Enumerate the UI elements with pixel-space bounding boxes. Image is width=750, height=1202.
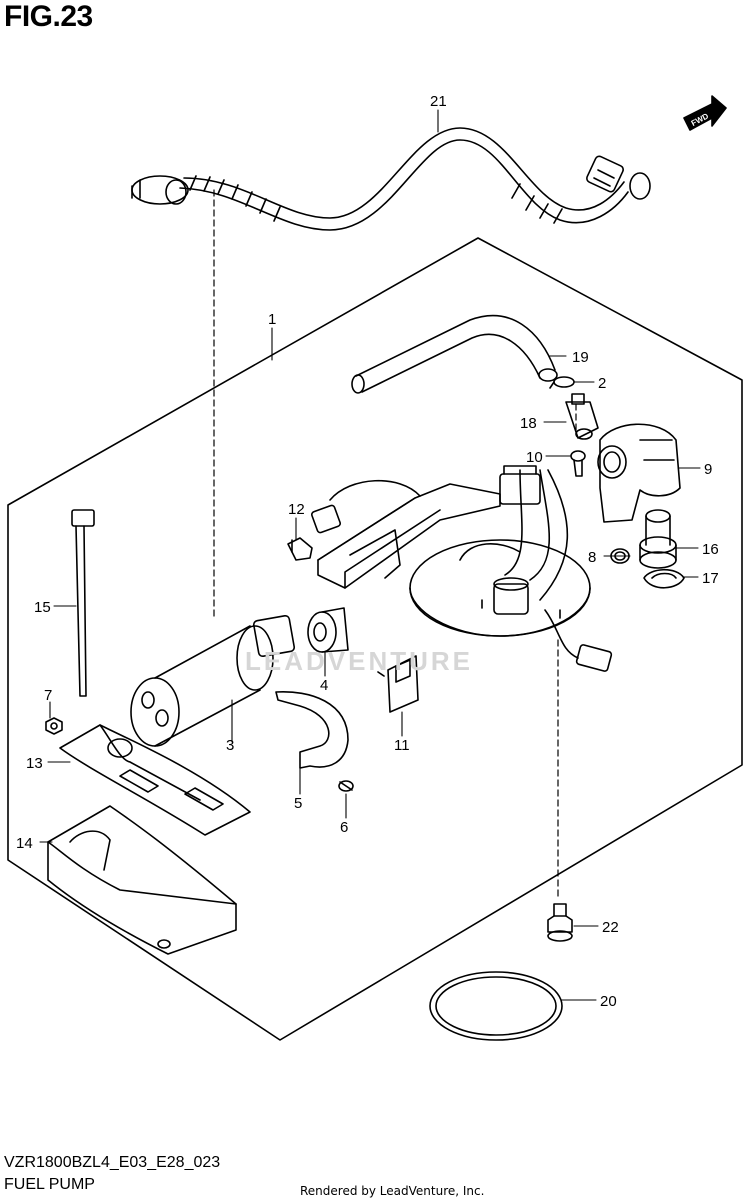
model-code: VZR1800BZL4_E03_E28_023	[4, 1154, 221, 1171]
regulator-part-16[interactable]	[639, 509, 677, 569]
pump-holder-bracket[interactable]	[311, 465, 541, 589]
pump-strap-part-5[interactable]	[275, 691, 349, 769]
pipe-bracket-part-9[interactable]	[597, 423, 681, 523]
nut-part-7[interactable]	[45, 717, 63, 735]
callout-20: 20	[600, 993, 617, 1010]
callout-7: 7	[44, 687, 52, 704]
fitting-part-18[interactable]	[565, 393, 599, 440]
forward-direction-arrow	[683, 95, 727, 131]
callout-1: 1	[268, 311, 276, 328]
clip-part-17[interactable]	[643, 568, 685, 589]
connector-part-12[interactable]	[287, 537, 313, 561]
fuel-filter-part-13[interactable]	[59, 724, 251, 836]
callout-6: 6	[340, 819, 348, 836]
screw-part-10[interactable]	[570, 450, 586, 477]
callout-5: 5	[294, 795, 302, 812]
callout-13: 13	[26, 755, 43, 772]
gasket-part-20[interactable]	[429, 971, 563, 1041]
screw-part-6[interactable]	[338, 780, 354, 792]
callout-9: 9	[704, 461, 712, 478]
callout-17: 17	[702, 570, 719, 587]
callout-2: 2	[598, 375, 606, 392]
figure-title: FIG.23	[4, 0, 93, 33]
callout-19: 19	[572, 349, 589, 366]
render-credit: Rendered by LeadVenture, Inc.	[300, 1184, 485, 1198]
callout-14: 14	[16, 835, 33, 852]
callout-8: 8	[588, 549, 596, 566]
harness-clamp-part-11[interactable]	[377, 655, 419, 713]
callout-3: 3	[226, 737, 234, 754]
callout-12: 12	[288, 501, 305, 518]
watermark: LEADVENTURE	[245, 646, 474, 676]
fuel-hose-part-21[interactable]	[131, 127, 651, 231]
callout-21: 21	[430, 93, 447, 110]
callout-11: 11	[394, 737, 410, 754]
breather-hose-part-19[interactable]	[351, 314, 558, 394]
callout-4: 4	[320, 677, 328, 694]
grommet-part-4[interactable]	[307, 607, 349, 653]
callout-10: 10	[526, 449, 543, 466]
callout-18: 18	[520, 415, 537, 432]
page-name: FUEL PUMP	[4, 1176, 95, 1193]
fuel-pump-part-3[interactable]	[130, 614, 296, 747]
callout-16: 16	[702, 541, 719, 558]
clamp-part-2[interactable]	[549, 376, 575, 389]
callout-22: 22	[602, 919, 619, 936]
cable-tie-part-15[interactable]	[71, 509, 95, 697]
bolt-part-22[interactable]	[547, 903, 573, 942]
assembly-outline	[7, 237, 743, 1041]
filter-cover-part-14[interactable]	[47, 805, 237, 955]
pump-base-plate[interactable]	[409, 469, 613, 672]
callout-15: 15	[34, 599, 51, 616]
